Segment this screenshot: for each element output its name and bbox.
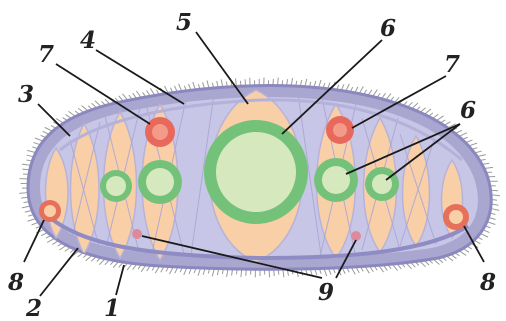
end-vacuoles [39,200,469,230]
nucleus-left-1-core [106,176,126,196]
leader-6b-1 [345,123,461,175]
nuclei [100,120,399,224]
red-body-left-core [152,124,168,140]
label-4: 4 [80,27,96,54]
granules [132,229,361,241]
label-1: 1 [104,295,120,321]
central-nucleus-core [216,132,296,212]
nucleus-right-1-core [322,166,350,194]
leader-4 [95,49,185,105]
leader-1 [115,264,125,296]
leader-5 [195,31,249,105]
red-body-right-core [333,123,347,137]
label-7a: 7 [38,41,54,68]
upper-lining [59,98,463,162]
leader-7a [55,63,151,125]
leader-3 [37,103,71,137]
label-9: 9 [318,279,334,306]
leader-8b [463,225,485,263]
leader-6a [281,39,383,135]
labels: 1 2 3 4 5 6 6 7 7 8 8 9 [7,9,496,321]
label-7b: 7 [444,51,460,78]
label-6a: 6 [380,15,396,42]
red-bodies [145,116,354,147]
label-5: 5 [176,9,192,36]
label-3: 3 [18,81,34,108]
granule-right [351,231,361,241]
leader-lines [23,31,485,297]
vacuole-left-core [44,205,56,217]
label-8b: 8 [479,269,496,296]
leader-9-2 [335,239,357,279]
label-6b: 6 [460,97,476,124]
nucleus-left-2-core [146,168,174,196]
granule-left [132,229,142,239]
label-2: 2 [25,295,42,321]
leader-9-1 [141,235,323,279]
leader-6b-2 [385,123,461,181]
label-8a: 8 [7,269,24,296]
leader-2 [39,247,79,297]
leader-8a [23,219,45,263]
leader-7b [351,75,447,129]
vacuole-right-core [449,210,463,224]
inner-lining [44,212,470,261]
